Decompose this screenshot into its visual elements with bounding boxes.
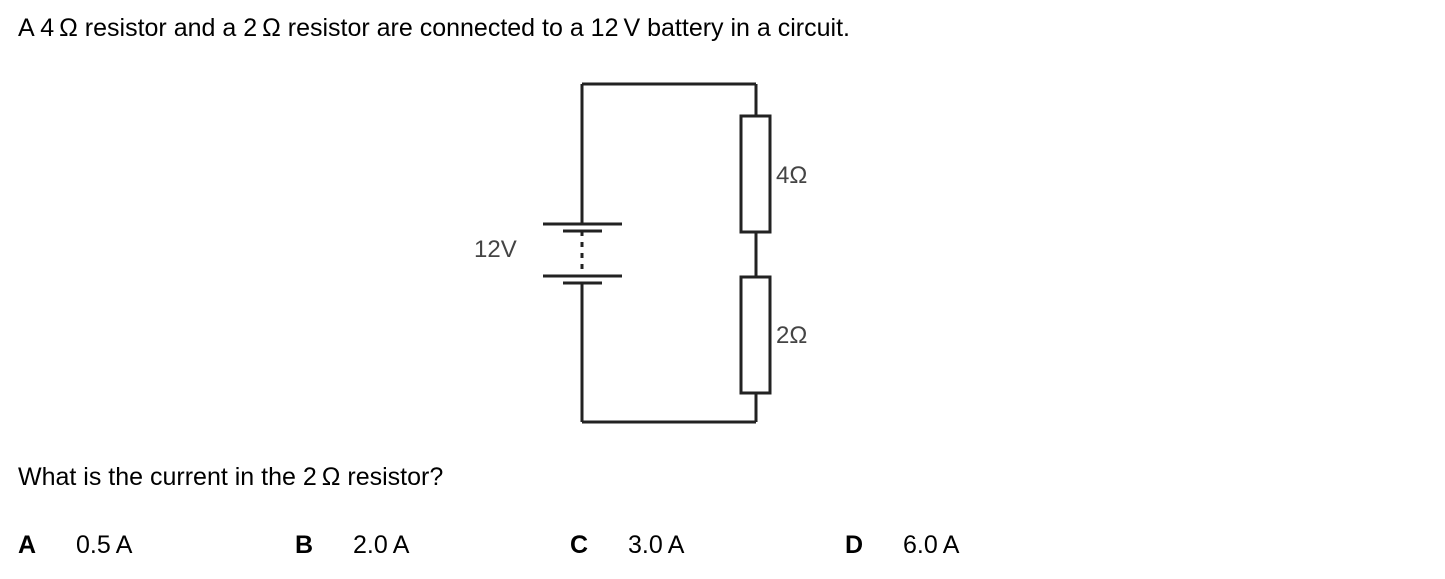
- option-a[interactable]: A 0.5 A: [18, 531, 132, 560]
- resistor-bottom-label: 2Ω: [776, 322, 807, 349]
- option-value: 6.0 A: [903, 531, 960, 559]
- resistor-4-ohm: [739, 114, 772, 234]
- option-value: 3.0 A: [628, 531, 685, 559]
- option-letter: D: [845, 531, 864, 559]
- option-value: 2.0 A: [353, 531, 410, 559]
- question-stem: A 4 Ω resistor and a 2 Ω resistor are co…: [18, 14, 850, 42]
- option-b[interactable]: B 2.0 A: [295, 531, 409, 560]
- option-letter: C: [570, 531, 589, 559]
- resistor-2-ohm: [739, 275, 772, 395]
- question-prompt: What is the current in the 2 Ω resistor?: [18, 463, 444, 491]
- resistor-top-label: 4Ω: [776, 162, 807, 189]
- option-d[interactable]: D 6.0 A: [845, 531, 959, 560]
- option-letter: B: [295, 531, 314, 559]
- battery-label: 12V: [474, 236, 517, 263]
- option-value: 0.5 A: [76, 531, 133, 559]
- option-c[interactable]: C 3.0 A: [570, 531, 684, 560]
- option-letter: A: [18, 531, 37, 559]
